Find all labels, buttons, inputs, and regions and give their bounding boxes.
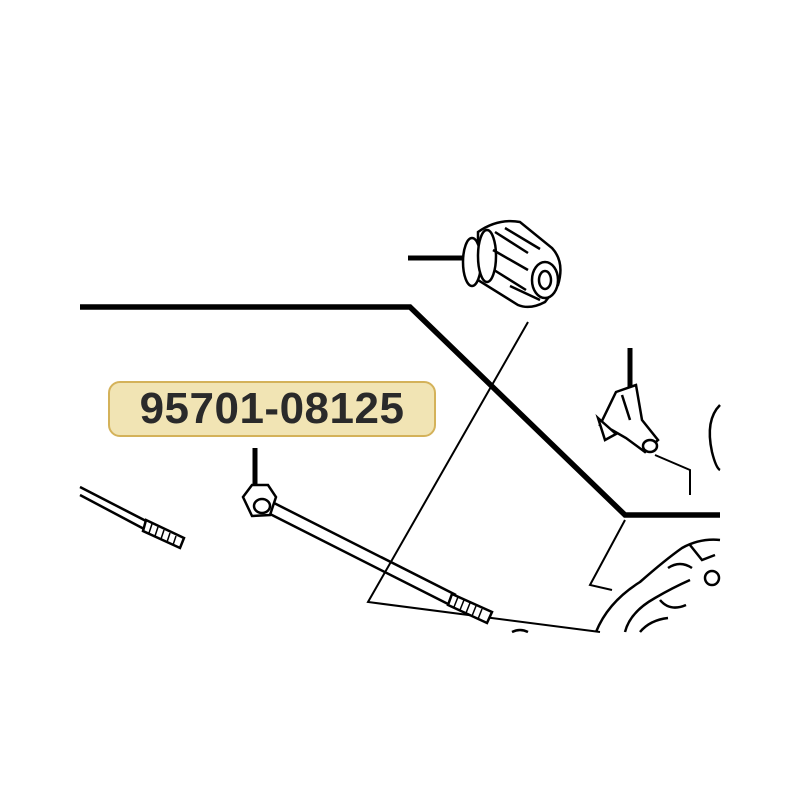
leader-lines bbox=[252, 255, 633, 488]
stud-bolt-part bbox=[79, 485, 186, 550]
bolt-part bbox=[241, 483, 494, 625]
nozzle-fitting-part bbox=[595, 383, 660, 454]
frame-outline-line bbox=[80, 304, 720, 518]
assembly-guide-lines bbox=[366, 321, 691, 633]
part-number-label: 95701-08125 bbox=[108, 381, 436, 437]
bushing-part bbox=[461, 219, 562, 309]
housing-part bbox=[511, 404, 721, 634]
